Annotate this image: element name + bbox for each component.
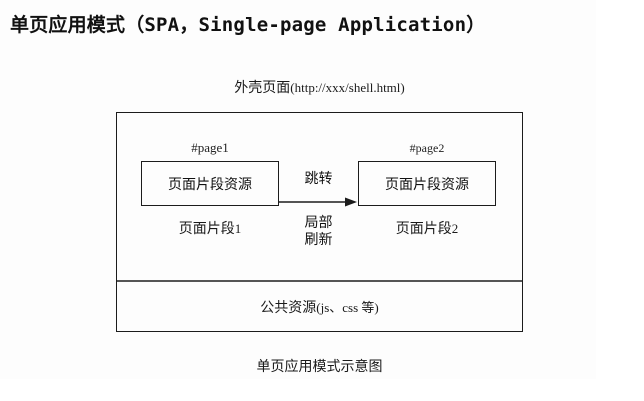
page-fragment-1-caption: 页面片段1 [141,218,279,238]
page-fragment-2-box-label: 页面片段资源 [385,176,469,193]
common-resources-label-latin: (js、css 等) [316,299,379,315]
page-fragment-2-group: #page2 页面片段资源 页面片段2 [358,141,496,238]
shell-page-label: 外壳页面(http://xxx/shell.html) [116,77,523,97]
page-fragment-1-caption-num: 1 [234,221,242,236]
anchor-label-page1: #page1 [191,140,229,155]
shell-page-url: (http://xxx/shell.html) [290,80,405,95]
transition-label-partial-refresh: 局部 刷新 [279,215,358,249]
page-fragment-2-box: 页面片段资源 [358,161,496,206]
anchor-label-page2: #page2 [409,141,445,155]
shell-page-container: #page1 页面片段资源 页面片段1 跳转 局部 刷新 #page2 页面片段… [116,112,523,332]
page-fragment-2-caption-cjk: 页面片段 [395,221,452,237]
common-resources-label-cjk: 公共资源 [260,299,317,316]
transition-label-jump: 跳转 [304,171,333,187]
page-canvas [0,0,596,379]
transition-group: 跳转 局部 刷新 [279,163,358,268]
fragment-area: #page1 页面片段资源 页面片段1 跳转 局部 刷新 #page2 页面片段… [117,113,522,282]
page-fragment-2-caption: 页面片段2 [358,218,496,238]
page-fragment-2-caption-num: 2 [451,221,459,236]
common-resources-label: 公共资源(js、css 等) [260,297,378,317]
figure-caption: 单页应用模式示意图 [256,359,383,375]
page-fragment-1-box-label: 页面片段资源 [168,176,252,193]
page-fragment-1-caption-cjk: 页面片段 [178,221,235,237]
arrow-right-icon [279,197,357,207]
page-title: 单页应用模式（SPA，Single-page Application） [10,14,486,36]
transition-label-partial: 局部 [304,215,333,231]
common-resources-band: 公共资源(js、css 等) [117,282,522,331]
shell-page-label-cjk: 外壳页面 [234,80,291,96]
page-fragment-1-box: 页面片段资源 [141,161,279,206]
transition-label-refresh: 刷新 [304,232,333,248]
page-fragment-1-group: #page1 页面片段资源 页面片段1 [141,141,279,238]
